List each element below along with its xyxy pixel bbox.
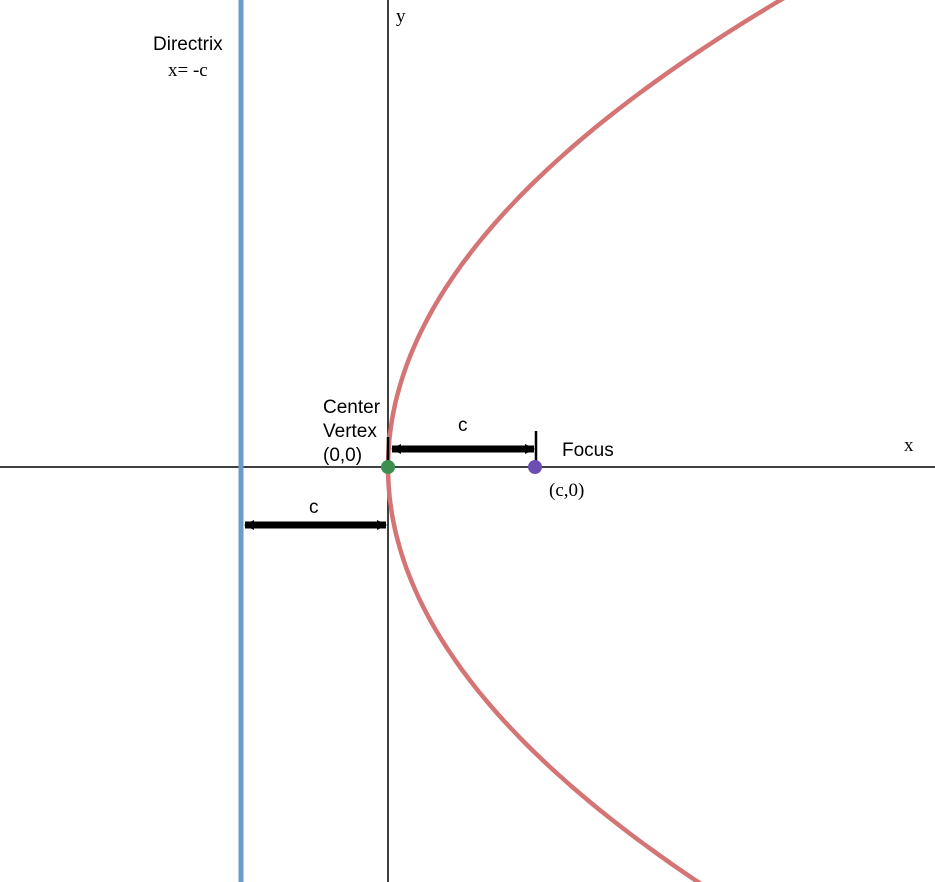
x-axis-label: x [904,435,914,456]
directrix-equation: x= -c [168,60,208,81]
focus-coords-label: (c,0) [549,480,584,501]
focus-label: Focus [562,440,614,461]
center-label: Center [323,397,381,418]
focus-point [528,460,542,474]
vertex-coords-label: (0,0) [323,445,362,466]
vertex-point [381,460,395,474]
vertex-label: Vertex [323,421,377,442]
directrix-title: Directrix [153,34,223,55]
y-axis-label: y [396,6,406,27]
distance-label-directrix-vertex: c [309,497,319,518]
distance-label-vertex-focus: c [458,415,468,436]
